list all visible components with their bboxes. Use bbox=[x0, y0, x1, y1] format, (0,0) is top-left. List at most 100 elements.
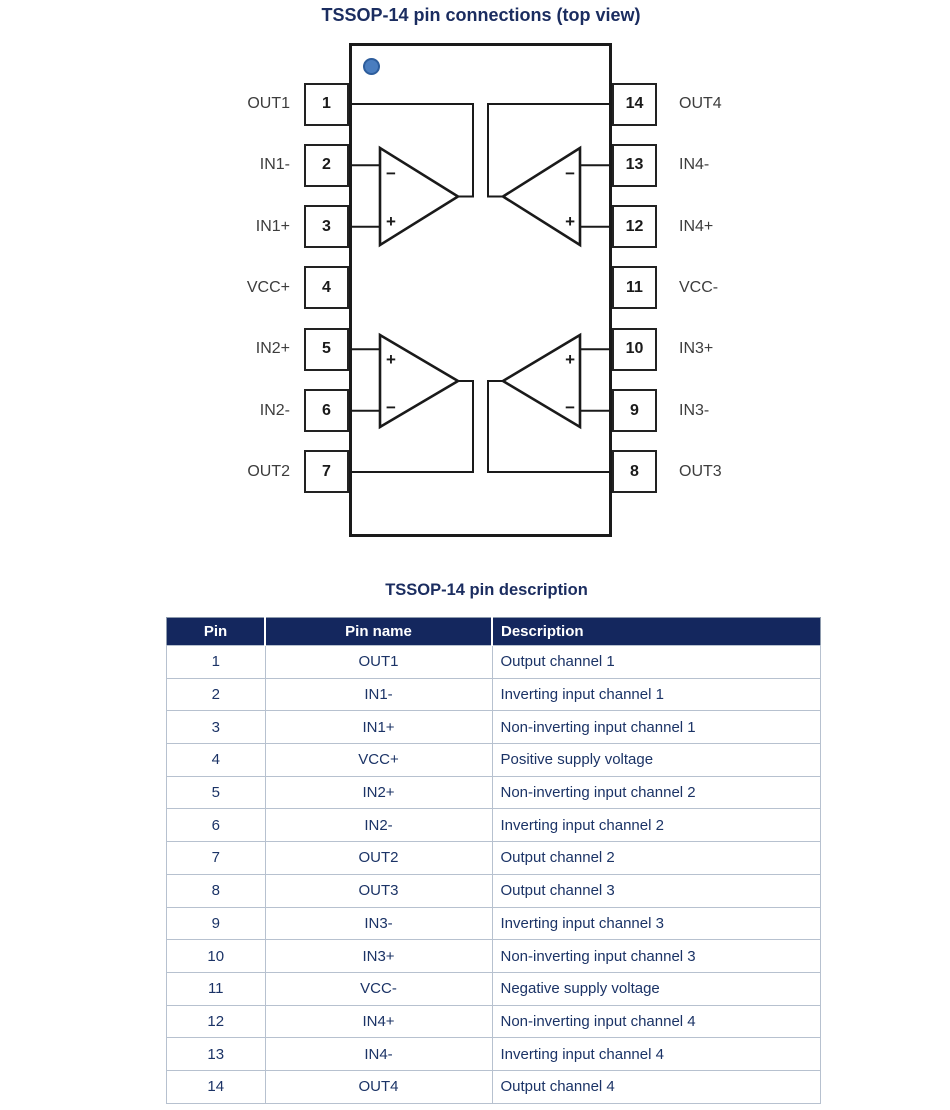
pin-cell: 4 bbox=[166, 743, 266, 777]
pin-6-box: 6 bbox=[304, 389, 349, 433]
description-cell: Inverting input channel 4 bbox=[491, 1037, 821, 1071]
pin-10-box: 10 bbox=[612, 327, 657, 371]
opamp1-non-inverting-sign: + bbox=[386, 212, 396, 231]
pin-2-box: 2 bbox=[304, 143, 349, 187]
pin-name-column-header: Pin name bbox=[265, 617, 493, 646]
pin-11-label: VCC- bbox=[679, 278, 719, 296]
opamp1-inverting-sign: − bbox=[386, 164, 396, 183]
pin-1-label: OUT1 bbox=[247, 95, 290, 112]
pin-14-box: 14 bbox=[612, 82, 657, 126]
opamp4-inverting-sign: − bbox=[565, 164, 575, 183]
pin-4-label: VCC+ bbox=[246, 278, 290, 296]
pin-2-label: IN1- bbox=[259, 156, 290, 174]
pin-13-label: IN4- bbox=[679, 156, 710, 174]
pin-name-cell: OUT1 bbox=[264, 645, 493, 679]
pin-description-title: TSSOP-14 pin description bbox=[385, 581, 588, 599]
pin-6-label: IN2- bbox=[259, 401, 290, 419]
pin-cell: 7 bbox=[166, 841, 266, 875]
opamp2-inverting-sign: − bbox=[386, 398, 396, 417]
description-cell: Positive supply voltage bbox=[491, 743, 821, 777]
description-cell: Output channel 1 bbox=[491, 645, 821, 679]
pin-cell: 1 bbox=[166, 645, 266, 679]
header-row: Pin Pin name Description bbox=[166, 617, 821, 646]
opamp4-non-inverting-sign: + bbox=[565, 212, 575, 231]
description-cell: Output channel 2 bbox=[491, 841, 821, 875]
opamp-triangles bbox=[378, 145, 582, 430]
pin-cell: 11 bbox=[166, 971, 266, 1006]
out2-wire bbox=[349, 380, 474, 473]
pin-cell: 6 bbox=[166, 808, 266, 843]
pin-name-cell: VCC+ bbox=[264, 743, 493, 777]
out4-wire bbox=[487, 103, 612, 198]
pin-name-cell: OUT2 bbox=[264, 841, 493, 875]
pin-14-label: OUT4 bbox=[679, 95, 722, 112]
pin-12-label: IN4+ bbox=[679, 217, 714, 235]
description-cell: Output channel 4 bbox=[491, 1069, 821, 1104]
pin-cell: 8 bbox=[166, 873, 266, 908]
pin-name-cell: VCC- bbox=[264, 971, 493, 1006]
pin-9-label: IN3- bbox=[679, 401, 710, 419]
pin-name-cell: OUT4 bbox=[264, 1069, 493, 1104]
description-cell: Non-inverting input channel 1 bbox=[491, 710, 821, 745]
pin-5-box: 5 bbox=[304, 327, 349, 371]
pin-12-box: 12 bbox=[612, 205, 657, 249]
opamp3-inverting-sign: − bbox=[565, 398, 575, 417]
pin-name-cell: IN1+ bbox=[264, 710, 493, 745]
description-cell: Output channel 3 bbox=[491, 873, 821, 908]
pin-11-box: 11 bbox=[612, 266, 657, 310]
pin-connections-title: TSSOP-14 pin connections (top view) bbox=[321, 5, 641, 25]
out1-wire bbox=[349, 103, 474, 198]
pin-cell: 13 bbox=[166, 1037, 266, 1071]
pin-name-cell: IN2- bbox=[264, 808, 493, 843]
opamp4-triangle bbox=[500, 145, 582, 248]
pin-name-cell: IN2+ bbox=[264, 775, 493, 810]
description-column-header: Description bbox=[492, 617, 821, 646]
pin-cell: 12 bbox=[166, 1004, 266, 1039]
pin-cell: 10 bbox=[166, 939, 266, 973]
description-cell: Inverting input channel 2 bbox=[491, 808, 821, 843]
description-cell: Non-inverting input channel 2 bbox=[491, 775, 821, 810]
opamp2-triangle bbox=[378, 332, 461, 430]
opamp2-non-inverting-sign: + bbox=[386, 350, 396, 369]
pin-name-cell: IN3- bbox=[264, 906, 493, 941]
pin-name-cell: IN4+ bbox=[264, 1004, 493, 1039]
pin-name-cell: IN3+ bbox=[264, 939, 493, 973]
pin-column-header: Pin bbox=[166, 617, 266, 646]
description-cell: Negative supply voltage bbox=[491, 971, 821, 1006]
pin-13-box: 13 bbox=[612, 143, 657, 187]
pin-table-header: Pin Pin name Description bbox=[166, 617, 821, 646]
pin-cell: 2 bbox=[166, 677, 266, 712]
description-cell: Non-inverting input channel 3 bbox=[491, 939, 821, 973]
pin-8-box: 8 bbox=[612, 450, 657, 494]
pin-7-box: 7 bbox=[304, 450, 349, 494]
pin-3-label: IN1+ bbox=[255, 217, 290, 235]
pin-cell: 9 bbox=[166, 906, 266, 941]
pin-10-label: IN3+ bbox=[679, 340, 714, 358]
out3-wire bbox=[487, 380, 612, 473]
opamp-schematic: − + − + + − + − bbox=[349, 103, 612, 473]
pin-cell: 3 bbox=[166, 710, 266, 745]
description-cell: Inverting input channel 1 bbox=[491, 677, 821, 712]
pin-3-box: 3 bbox=[304, 205, 349, 249]
pin-1-box: 1 bbox=[304, 82, 349, 126]
pin-name-cell: OUT3 bbox=[264, 873, 493, 908]
pin-name-cell: IN1- bbox=[264, 677, 493, 712]
pin-5-label: IN2+ bbox=[255, 340, 290, 358]
description-cell: Inverting input channel 3 bbox=[491, 906, 821, 941]
opamp1-triangle bbox=[378, 145, 461, 248]
